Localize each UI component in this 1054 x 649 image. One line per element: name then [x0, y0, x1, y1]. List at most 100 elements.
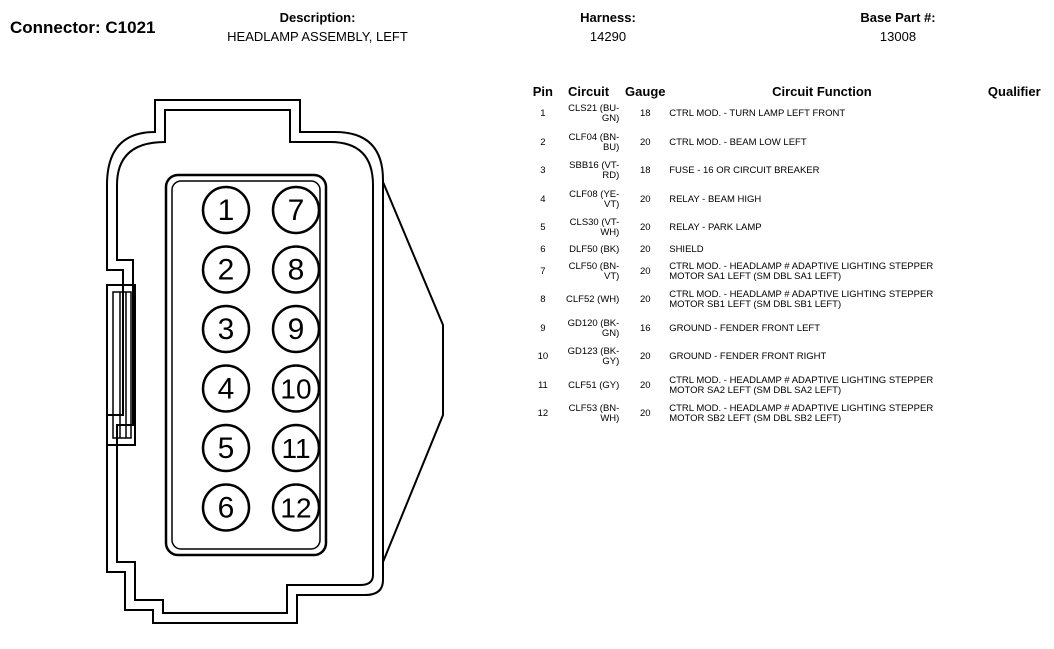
pin-circle: [201, 245, 251, 294]
circuit-cell: CLF53 (BN-WH): [558, 400, 624, 429]
gauge-value: 20: [639, 136, 651, 148]
pin-circle: [201, 304, 251, 354]
function-line-1: GROUND - FENDER FRONT RIGHT: [669, 351, 827, 363]
circuit-function-cell: CTRL MOD. - HEADLAMP # ADAPTIVE LIGHTING…: [667, 372, 974, 401]
function-line-2: MOTOR SB1 LEFT (SM DBL SB1 LEFT): [669, 299, 842, 311]
gauge-cell: 20: [623, 186, 667, 215]
gauge-cell: 20: [623, 129, 667, 158]
function-line-2: MOTOR SB2 LEFT (SM DBL SB2 LEFT): [669, 413, 842, 425]
pin-number: 11: [537, 379, 548, 391]
circuit-line-1: CLF51 (GY): [568, 379, 620, 391]
function-line-2: MOTOR SA2 LEFT (SM DBL SA2 LEFT): [669, 384, 842, 396]
qualifier-cell: [975, 372, 1054, 401]
pin-circle: [271, 304, 321, 354]
gauge-cell: 16: [623, 315, 667, 344]
circuit-function-cell: CTRL MOD. - HEADLAMP # ADAPTIVE LIGHTING…: [667, 258, 974, 287]
gauge-cell: 20: [623, 400, 667, 429]
circuit-line-2: GY): [602, 356, 620, 368]
pinout-table: Pin Circuit Gauge Circuit Function Quali…: [528, 82, 1054, 429]
circuit-line-2: VT): [604, 198, 620, 210]
harness-label: Harness:: [580, 10, 636, 25]
gauge-value: 20: [639, 265, 651, 277]
function-line-1: CTRL MOD. - HEADLAMP # ADAPTIVE LIGHTING…: [669, 374, 934, 386]
gauge-value: 20: [639, 193, 651, 205]
col-circuit: Circuit: [567, 83, 610, 99]
gauge-cell: 20: [623, 343, 667, 372]
gauge-cell: 20: [623, 243, 667, 258]
qualifier-cell: [975, 129, 1054, 158]
pin-number: 10: [537, 351, 549, 363]
pin-cell: 2: [528, 129, 558, 158]
table-row: 11 CLF51 (GY) 20 CTRL MOD. - HEADLAMP # ADA…: [528, 372, 1054, 401]
col-pin: Pin: [532, 83, 553, 99]
circuit-line-1: CLS30 (VT-: [569, 217, 620, 229]
pin-number: 5: [540, 222, 546, 234]
gauge-cell: 20: [623, 258, 667, 287]
pin-circle: [201, 423, 251, 473]
gauge-cell: 18: [623, 157, 667, 186]
pin-cell: 3: [528, 157, 558, 186]
qualifier-cell: [975, 343, 1054, 372]
pin-label: 2: [218, 254, 235, 287]
function-line-1: CTRL MOD. - BEAM LOW LEFT: [669, 136, 807, 148]
circuit-function-cell: CTRL MOD. - HEADLAMP # ADAPTIVE LIGHTING…: [667, 286, 974, 315]
function-line-2: MOTOR SA1 LEFT (SM DBL SA1 LEFT): [669, 270, 842, 282]
circuit-line-1: SBB16 (VT-: [569, 160, 620, 172]
pin-number: 3: [540, 165, 546, 177]
circuit-cell: CLS21 (BU-GN): [558, 100, 624, 129]
gauge-value: 20: [639, 294, 651, 306]
qualifier-cell: [975, 258, 1054, 287]
connector-inner-housing: [116, 109, 374, 614]
function-line-1: CTRL MOD. - TURN LAMP LEFT FRONT: [669, 108, 846, 120]
gauge-value: 20: [639, 351, 651, 363]
pin-number: 4: [540, 193, 546, 205]
pin-label: 4: [218, 373, 235, 406]
gauge-cell: 20: [623, 372, 667, 401]
circuit-line-1: CLF50 (BN-: [568, 260, 620, 272]
circuit-function-cell: CTRL MOD. - TURN LAMP LEFT FRONT: [667, 100, 974, 129]
pin-cavity: [164, 173, 328, 557]
circuit-cell: GD120 (BK-GN): [558, 315, 624, 344]
connector-title: Connector: C1021: [10, 18, 156, 37]
pin-label: 11: [281, 433, 310, 464]
qualifier-cell: [975, 186, 1054, 215]
function-line-1: GROUND - FENDER FRONT LEFT: [669, 322, 821, 334]
circuit-cell: CLF52 (WH): [558, 286, 624, 315]
pin-circle: [271, 423, 321, 473]
pin-circle: [201, 185, 251, 235]
pin-cavity-inner: [171, 180, 321, 550]
circuit-line-1: CLF08 (YE-: [569, 188, 620, 200]
circuit-function-cell: GROUND - FENDER FRONT LEFT: [667, 315, 974, 344]
circuit-cell: CLF50 (BN-VT): [558, 258, 624, 287]
circuit-cell: CLS30 (VT-WH): [558, 214, 624, 243]
pin-cell: 9: [528, 315, 558, 344]
pin-label: 7: [288, 194, 305, 227]
function-line-1: CTRL MOD. - HEADLAMP # ADAPTIVE LIGHTING…: [669, 289, 934, 301]
circuit-cell: CLF08 (YE-VT): [558, 186, 624, 215]
pin-cell: 4: [528, 186, 558, 215]
harness-value: 14290: [589, 29, 627, 44]
circuit-line-2: BU): [602, 141, 620, 153]
connector-side-wedge: [382, 181, 444, 563]
pinout-table-header: Pin Circuit Gauge Circuit Function Quali…: [528, 82, 1054, 100]
col-qualifier: Qualifier: [987, 83, 1041, 99]
qualifier-cell: [975, 214, 1054, 243]
circuit-function-cell: GROUND - FENDER FRONT RIGHT: [667, 343, 974, 372]
circuit-cell: DLF50 (BK): [558, 243, 624, 258]
gauge-value: 20: [639, 408, 651, 420]
latch-outer: [106, 284, 136, 446]
pin-circle: [201, 364, 251, 413]
pin-circle: [271, 483, 321, 532]
gauge-value: 20: [639, 379, 651, 391]
pin-number: 1: [540, 108, 546, 120]
col-circuit-function: Circuit Function: [772, 83, 872, 99]
pin-circle: [271, 185, 321, 235]
circuit-function-cell: SHIELD: [667, 243, 974, 258]
